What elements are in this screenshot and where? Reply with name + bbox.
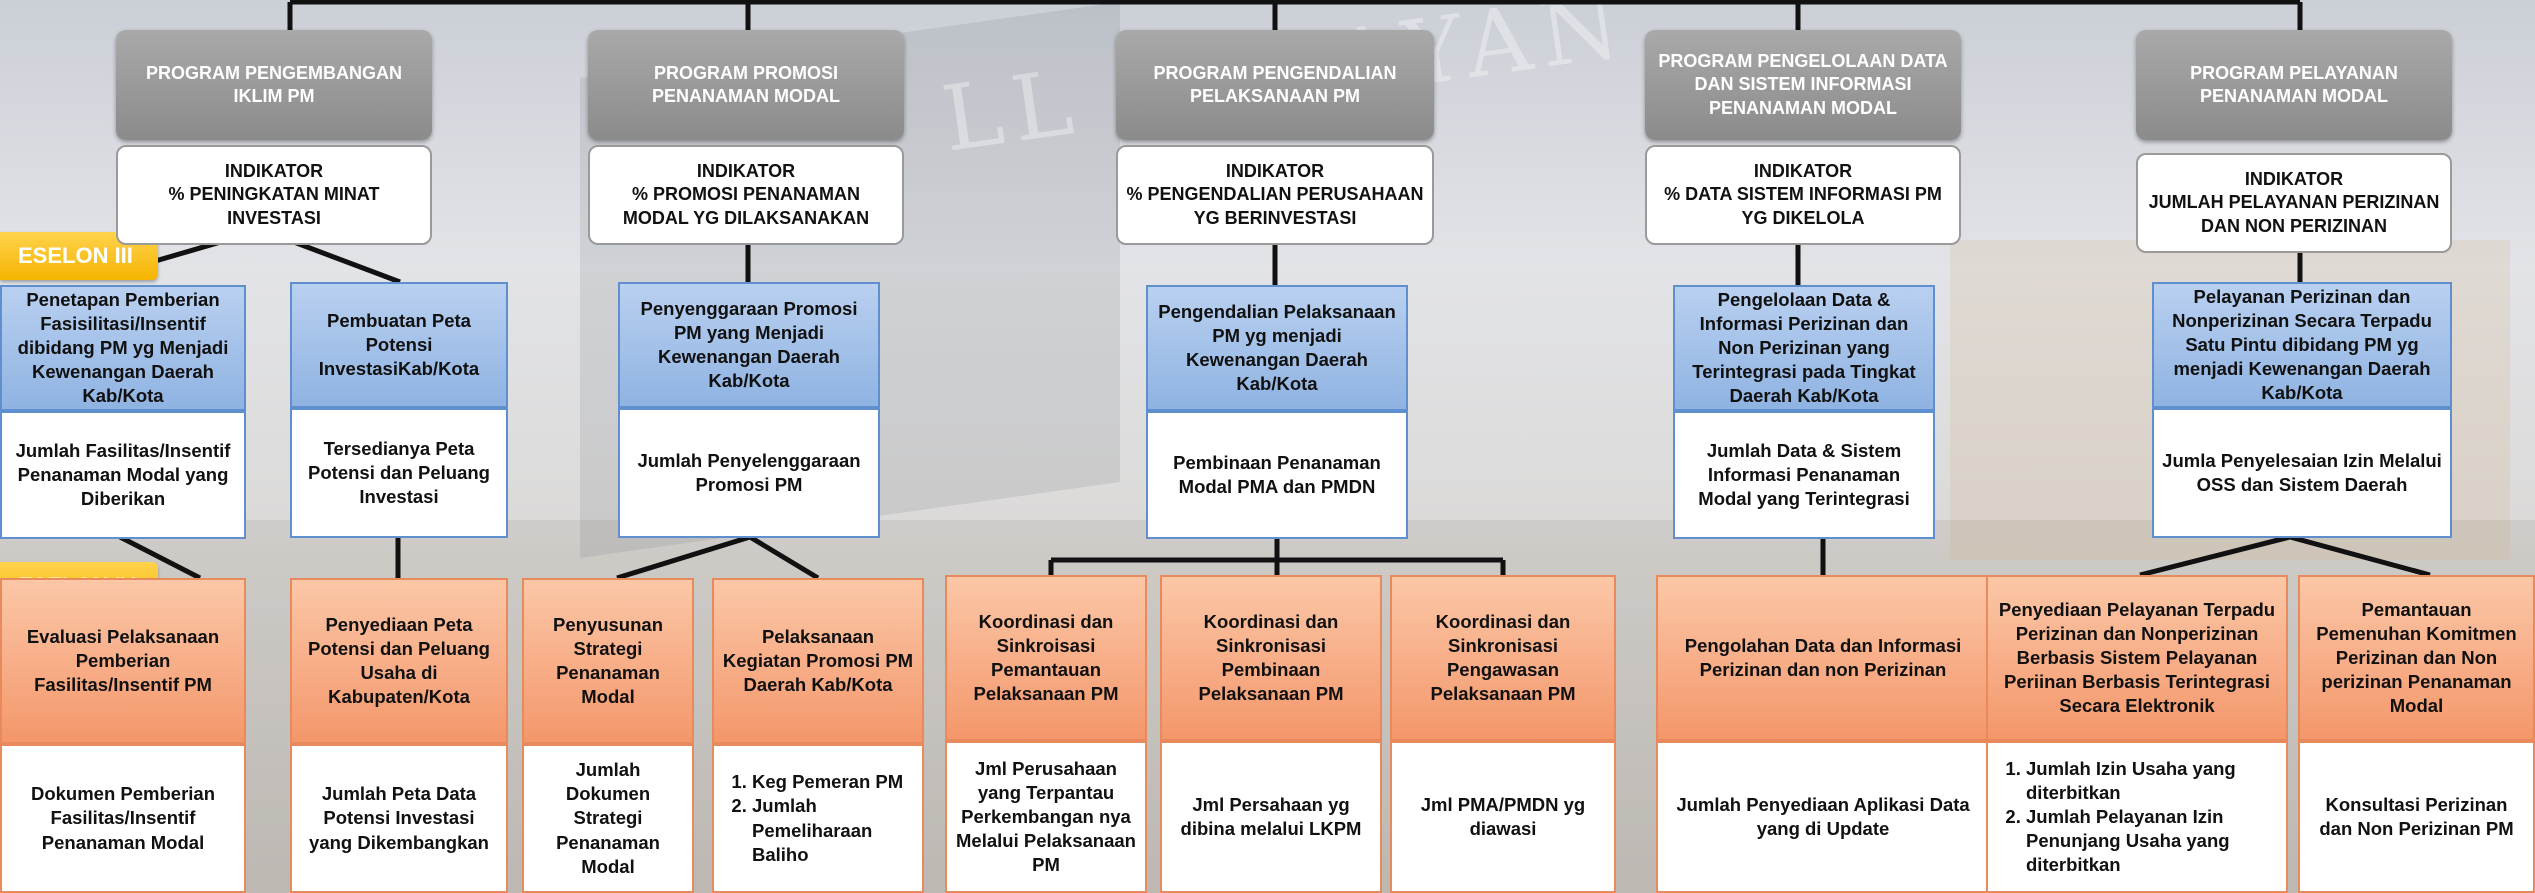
e3-indicator-fasilitas: Jumlah Fasilitas/Insentif Penanaman Moda… [0, 411, 246, 539]
promosi-list: Keg Pemeran PM Jumlah Pemeliharaan Balih… [722, 770, 914, 866]
izin-list-item: Jumlah Pelayanan Izin Penunjang Usaha ya… [2026, 805, 2278, 877]
e4-indicator-izin-list: Jumlah Izin Usaha yang diterbitkan Jumla… [1986, 741, 2288, 893]
indicator-promosi: INDIKATOR % PROMOSI PENANAMAN MODAL YG D… [588, 145, 904, 245]
e4-indicator-dokumen-fasilitas: Dokumen Pemberian Fasilitas/Insentif Pen… [0, 744, 246, 893]
e4-activity-pemantauan: Koordinasi dan Sinkroisasi Pemantauan Pe… [945, 575, 1147, 741]
e3-indicator-pembinaan: Pembinaan Penanaman Modal PMA dan PMDN [1146, 411, 1408, 539]
e3-activity-pengendalian: Pengendalian Pelaksanaan PM yg menjadi K… [1146, 285, 1408, 411]
indicator-minat-investasi: INDIKATOR % PENINGKATAN MINAT INVESTASI [116, 145, 432, 245]
program-promosi: PROGRAM PROMOSI PENANAMAN MODAL [588, 30, 904, 140]
e3-activity-pengelolaan-data: Pengelolaan Data & Informasi Perizinan d… [1673, 285, 1935, 411]
izin-list-item: Jumlah Izin Usaha yang diterbitkan [2026, 757, 2278, 805]
e3-indicator-oss: Jumla Penyelesaian Izin Melalui OSS dan … [2152, 408, 2452, 538]
e4-activity-pembinaan: Koordinasi dan Sinkronisasi Pembinaan Pe… [1160, 575, 1382, 741]
program-pengelolaan-data: PROGRAM PENGELOLAAN DATA DAN SISTEM INFO… [1645, 30, 1961, 140]
e4-indicator-pma-pmdn: Jml PMA/PMDN yg diawasi [1390, 741, 1616, 893]
e4-indicator-lkpm: Jml Persahaan yg dibina melalui LKPM [1160, 741, 1382, 893]
e4-activity-pengawasan: Koordinasi dan Sinkronisasi Pengawasan P… [1390, 575, 1616, 741]
e4-activity-pemantauan-komitmen: Pemantauan Pemenuhan Komitmen Perizinan … [2298, 575, 2535, 741]
e3-activity-pelayanan: Pelayanan Perizinan dan Nonperizinan Sec… [2152, 282, 2452, 408]
indicator-pengendalian: INDIKATOR % PENGENDALIAN PERUSAHAAN YG B… [1116, 145, 1434, 245]
e4-activity-kegiatan-promosi: Pelaksanaan Kegiatan Promosi PM Daerah K… [712, 578, 924, 744]
e4-indicator-dokumen-strategi: Jumlah Dokumen Strategi Penanaman Modal [522, 744, 694, 893]
e4-activity-evaluasi: Evaluasi Pelaksanaan Pemberian Fasilitas… [0, 578, 246, 744]
e3-activity-peta-potensi: Pembuatan Peta Potensi InvestasiKab/Kota [290, 282, 508, 408]
program-pengembangan-iklim: PROGRAM PENGEMBANGAN IKLIM PM [116, 30, 432, 140]
e4-activity-pengolahan-data: Pengolahan Data dan Informasi Perizinan … [1656, 575, 1990, 741]
e4-indicator-promosi-list: Keg Pemeran PM Jumlah Pemeliharaan Balih… [712, 744, 924, 893]
e4-activity-pelayanan-terpadu: Penyediaan Pelayanan Terpadu Perizinan d… [1986, 575, 2288, 741]
promosi-list-item: Keg Pemeran PM [752, 770, 914, 794]
program-pelayanan: PROGRAM PELAYANAN PENANAMAN MODAL [2136, 30, 2452, 140]
e3-indicator-promosi: Jumlah Penyelenggaraan Promosi PM [618, 408, 880, 538]
e4-activity-strategi: Penyusunan Strategi Penanaman Modal [522, 578, 694, 744]
indicator-data-sistem: INDIKATOR % DATA SISTEM INFORMASI PM YG … [1645, 145, 1961, 245]
e3-indicator-peta: Tersedianya Peta Potensi dan Peluang Inv… [290, 408, 508, 538]
e4-activity-peta-usaha: Penyediaan Peta Potensi dan Peluang Usah… [290, 578, 508, 744]
promosi-list-item: Jumlah Pemeliharaan Baliho [752, 794, 914, 866]
program-pengendalian: PROGRAM PENGENDALIAN PELAKSANAAN PM [1116, 30, 1434, 140]
e3-activity-fasilitasi: Penetapan Pemberian Fasisilitasi/Insenti… [0, 285, 246, 411]
e4-indicator-perusahaan-terpantau: Jml Perusahaan yang Terpantau Perkembang… [945, 741, 1147, 893]
izin-list: Jumlah Izin Usaha yang diterbitkan Jumla… [1996, 757, 2278, 877]
e4-indicator-peta-data: Jumlah Peta Data Potensi Investasi yang … [290, 744, 508, 893]
e4-indicator-konsultasi: Konsultasi Perizinan dan Non Perizinan P… [2298, 741, 2535, 893]
e3-indicator-data-sistem: Jumlah Data & Sistem Informasi Penanaman… [1673, 411, 1935, 539]
indicator-pelayanan: INDIKATOR JUMLAH PELAYANAN PERIZINAN DAN… [2136, 153, 2452, 253]
e3-activity-promosi: Penyenggaraan Promosi PM yang Menjadi Ke… [618, 282, 880, 408]
e4-indicator-aplikasi: Jumlah Penyediaan Aplikasi Data yang di … [1656, 741, 1990, 893]
